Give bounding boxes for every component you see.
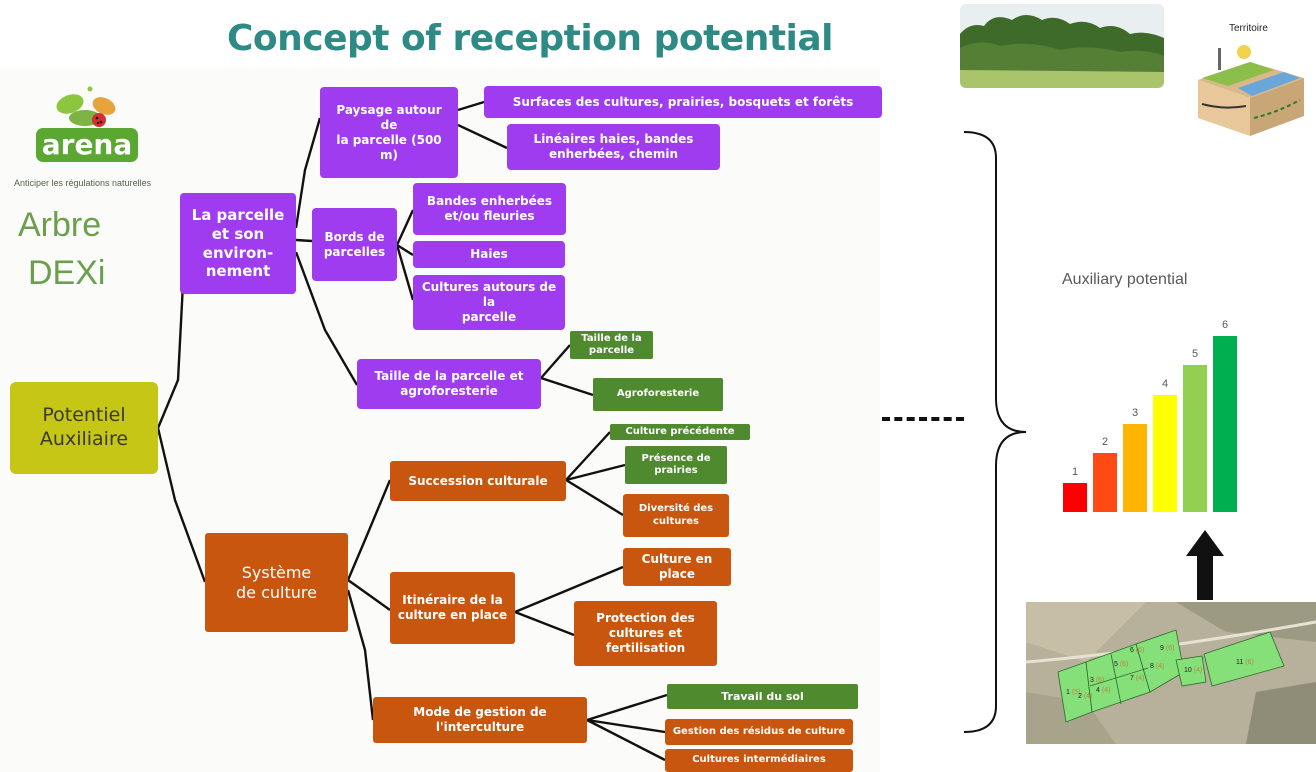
- node-systeme: Système de culture: [205, 533, 348, 632]
- tree-connectors: [156, 100, 668, 762]
- chart-bar: [1063, 482, 1087, 512]
- side-title-arbre: Arbre: [18, 206, 102, 244]
- node-succession: Succession culturale: [390, 461, 566, 501]
- map-parcel-label: 2 (4): [1078, 693, 1092, 700]
- page-title: Concept of reception potential: [226, 18, 834, 59]
- territory-label: Territoire: [1229, 23, 1268, 34]
- node-paysage: Paysage autour de la parcelle (500 m): [320, 87, 458, 178]
- node-cultures-autour: Cultures autours de la parcelle: [413, 275, 565, 330]
- dashed-connector: [882, 417, 964, 421]
- chart-bar-label: 3: [1131, 407, 1139, 419]
- chart-bar-label: 6: [1221, 319, 1229, 331]
- map-parcel-label: 3 (6): [1090, 677, 1104, 684]
- map-parcel-label: 4 (4): [1096, 687, 1110, 694]
- chart-bar-label: 1: [1071, 465, 1079, 478]
- chart-bar: [1183, 365, 1207, 512]
- chart-bar-label: 4: [1161, 377, 1169, 390]
- node-protection: Protection des cultures et fertilisation: [574, 601, 717, 666]
- tree-root-node: Potentiel Auxiliaire: [10, 382, 158, 474]
- node-gestion-residus: Gestion des résidus de culture: [665, 719, 853, 745]
- node-haies: Haies: [413, 241, 565, 268]
- node-cultures-intermediaires: Cultures intermédiaires: [665, 749, 853, 772]
- chart-bar: [1153, 394, 1177, 512]
- node-la-parcelle: La parcelle et son environ- nement: [180, 193, 296, 294]
- map-parcel-label: 5 (6): [1114, 661, 1128, 668]
- node-itineraire: Itinéraire de la culture en place: [390, 572, 515, 644]
- parcel-map: 1 (5)2 (4) 3 (6) 4 (4) 5 (6)6 (6) 7 (4) 8 (4)…: [1026, 602, 1316, 744]
- map-parcel-label: 7 (4): [1130, 675, 1144, 682]
- chart-bar-label: 5: [1191, 348, 1199, 361]
- logo-word: arena: [42, 128, 133, 161]
- territory-illustration: [1198, 45, 1304, 136]
- chart-bar: [1093, 453, 1117, 512]
- map-parcel-label: 9 (6): [1160, 645, 1174, 652]
- node-agroforesterie: Agroforesterie: [593, 378, 723, 411]
- node-lineaires: Linéaires haies, bandes enherbées, chemi…: [507, 124, 720, 170]
- node-bandes: Bandes enherbées et/ou fleuries: [413, 183, 566, 235]
- node-surfaces: Surfaces des cultures, prairies, bosquet…: [484, 86, 882, 118]
- side-title-dexi: DEXi: [28, 254, 106, 292]
- landscape-photo: [960, 4, 1164, 88]
- chart-bar: [1123, 424, 1147, 512]
- node-culture-en-place: Culture en place: [623, 548, 731, 586]
- node-bords: Bords de parcelles: [312, 208, 397, 281]
- node-mode-gestion: Mode de gestion de l'interculture: [373, 697, 587, 743]
- node-diversite: Diversité des cultures: [623, 494, 729, 537]
- node-culture-precedente: Culture précédente: [610, 424, 750, 440]
- chart-bar: [1213, 336, 1237, 512]
- chart-title: Auxiliary potential: [1062, 271, 1188, 288]
- map-parcel-label: 1 (5): [1066, 689, 1080, 696]
- map-parcel-label: 6 (6): [1130, 647, 1144, 654]
- curly-brace: [963, 131, 1027, 733]
- arena-logo: arena: [36, 86, 138, 162]
- map-parcel-label: 8 (4): [1150, 663, 1164, 670]
- node-taille-parcelle: Taille de la parcelle: [570, 331, 653, 359]
- up-arrow-icon: [1186, 530, 1224, 600]
- node-travail-sol: Travail du sol: [667, 684, 858, 709]
- node-presence-prairies: Présence de prairies: [625, 446, 727, 484]
- map-parcel-label: 10 (4): [1184, 667, 1202, 674]
- node-taille: Taille de la parcelle et agroforesterie: [357, 359, 541, 409]
- logo-tagline: Anticiper les régulations naturelles: [14, 178, 152, 188]
- chart-bar-label: 2: [1101, 436, 1109, 449]
- map-parcel-label: 11 (6): [1236, 659, 1254, 666]
